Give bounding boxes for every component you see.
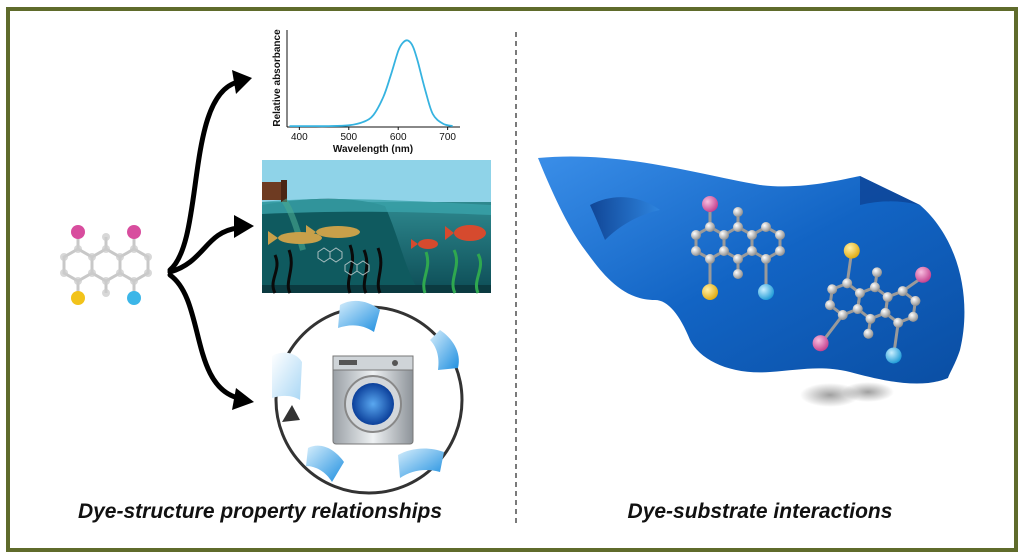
fabric-swatch-icon	[272, 300, 459, 482]
seaweed-green	[422, 249, 483, 294]
y-axis-title: Relative absorbance	[272, 29, 283, 127]
fish-icon	[268, 225, 486, 249]
magenta-atom	[702, 196, 718, 212]
magenta-atom	[127, 225, 141, 239]
x-tick-label: 400	[291, 132, 308, 143]
wash-cycle	[272, 300, 464, 495]
x-tick-label: 500	[340, 132, 357, 143]
molecule-icon	[691, 196, 785, 300]
sky-band	[262, 160, 491, 202]
x-axis-title: Wavelength (nm)	[333, 144, 413, 155]
fabric-substrate	[538, 156, 965, 407]
yellow-atom	[702, 284, 718, 300]
molecule-icon	[60, 225, 152, 305]
molecule-icon	[812, 242, 932, 364]
arrow-icon	[232, 70, 254, 410]
left-panel-caption: Dye-structure property relationships	[77, 500, 443, 523]
yellow-atom	[843, 242, 860, 259]
right-panel-caption: Dye-substrate interactions	[627, 500, 893, 523]
cyan-atom	[758, 284, 774, 300]
river-pollution-scene	[262, 160, 491, 294]
spectrum-series-line	[289, 39, 453, 128]
arrow-icon	[167, 79, 241, 401]
cycle-arrowhead	[282, 405, 300, 422]
x-tick-label: 700	[439, 132, 456, 143]
absorbance-spectrum-chart: 400 500 600 700 Wavelength (nm) Relative ab…	[272, 29, 460, 155]
yellow-atom	[71, 291, 85, 305]
waste-pipe-icon	[262, 180, 306, 251]
magenta-atom	[71, 225, 85, 239]
dye-molecules-in-water	[317, 247, 370, 276]
seaweed	[271, 244, 383, 294]
water-surface	[262, 198, 491, 215]
cyan-atom	[127, 291, 141, 305]
x-tick-label: 600	[390, 132, 407, 143]
magenta-atom	[812, 335, 829, 352]
fabric-fold	[590, 197, 660, 240]
fabric-fold	[860, 176, 920, 205]
seabed	[262, 285, 491, 293]
washing-machine-icon	[332, 355, 414, 445]
magenta-atom	[915, 266, 932, 283]
cyan-atom	[885, 347, 902, 364]
